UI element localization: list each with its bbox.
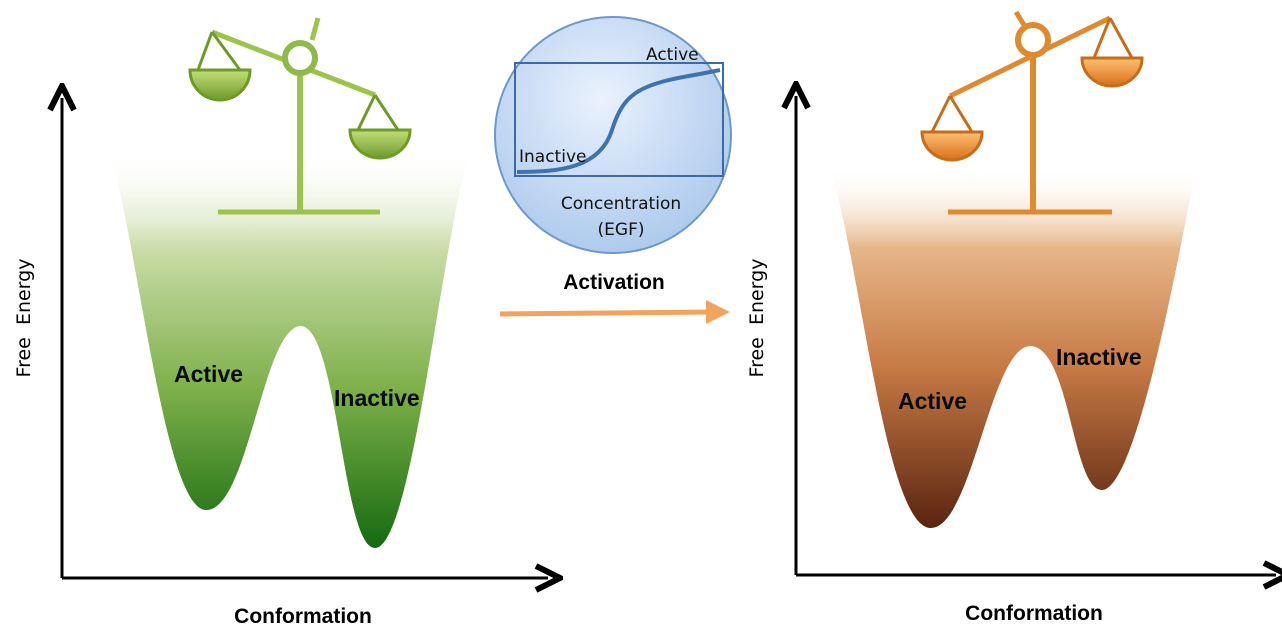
right-inactive-label: Inactive — [1056, 344, 1142, 370]
inset-x-label: Concentration — [561, 194, 681, 214]
left-y-axis-label: Free Energy — [13, 259, 35, 378]
inset-sigmoid-curve — [516, 68, 721, 174]
inset-active-label: Active — [646, 45, 699, 65]
right-energy-well — [830, 168, 1196, 529]
left-inactive-label: Inactive — [334, 385, 420, 411]
left-active-label: Active — [174, 361, 243, 387]
left-x-axis-label: Conformation — [234, 605, 372, 627]
left-panel: Active Inactive Free Energy Conformation — [13, 17, 548, 627]
balance-scale-icon — [920, 10, 1144, 215]
inset-dose-response: Active Inactive Concentration (EGF) — [494, 16, 732, 254]
right-x-axis-label: Conformation — [965, 602, 1103, 625]
balance-scale-icon — [188, 17, 412, 215]
right-y-axis-label: Free Energy — [746, 259, 768, 378]
right-panel: Active Inactive Free Energy Conformation — [746, 10, 1276, 625]
activation-label: Activation — [563, 271, 665, 294]
left-energy-well — [110, 150, 470, 548]
arrow-right-icon — [499, 300, 730, 324]
right-active-label: Active — [898, 388, 967, 414]
inset-inactive-label: Inactive — [519, 147, 586, 167]
inset-x-label-unit: (EGF) — [598, 220, 645, 240]
